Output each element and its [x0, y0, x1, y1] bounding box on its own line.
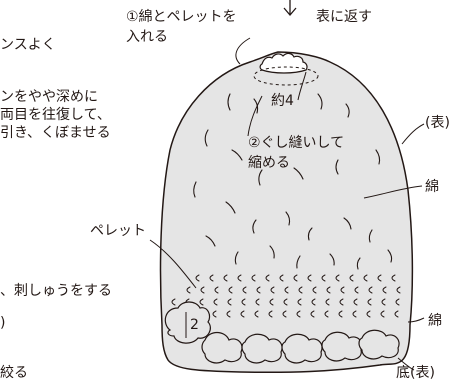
pellet-mark [352, 310, 357, 318]
pellet-mark [223, 274, 228, 282]
left-fragment-7: 絞る [0, 365, 28, 381]
pellet-mark [237, 274, 242, 282]
step1-label-line2: 入れる [126, 29, 168, 45]
pellet-mark [394, 310, 399, 318]
pellet-mark [396, 286, 401, 294]
left-fragment-6: ) [0, 315, 6, 331]
approx-4-label: 約4 [271, 93, 294, 109]
step2-label-line1: ②ぐし縫いして [248, 135, 345, 151]
pellet-mark [380, 310, 385, 318]
bottom-front-label: 底(表) [396, 365, 435, 381]
pellet-mark [381, 298, 386, 306]
pellet-mark [214, 286, 219, 294]
leader-lines [149, 37, 425, 371]
pellet-mark [283, 298, 288, 306]
pellet-mark [382, 286, 387, 294]
pellet-mark [228, 286, 233, 294]
pellet-mark [366, 310, 371, 318]
pellet-mark [227, 298, 232, 306]
left-fragment-4: 引き、くぼませる [0, 125, 111, 141]
pellet-mark [241, 298, 246, 306]
pellet-mark [363, 274, 368, 282]
pellet-mark [186, 286, 191, 294]
left-fragment-3: 両目を往復して、 [0, 107, 111, 123]
pellet-mark [391, 274, 396, 282]
pellet-mark [195, 274, 200, 282]
pellet-mark [354, 286, 359, 294]
pellet-mark [340, 286, 345, 294]
pellet-mark [251, 274, 256, 282]
pellet-mark [325, 298, 330, 306]
pellet-mark [199, 298, 204, 306]
pellet-mark [297, 298, 302, 306]
pellet-mark [240, 310, 245, 318]
cotton-upper-label: 綿 [425, 179, 439, 195]
pellet-mark [282, 310, 287, 318]
pellet-mark [268, 310, 273, 318]
pellet-mark [171, 298, 176, 306]
pellet-mark [270, 286, 275, 294]
down-arrow-icon [283, 0, 297, 16]
pellet-mark [296, 310, 301, 318]
pellet-mark [307, 274, 312, 282]
lower-cotton [164, 301, 400, 364]
pellet-mark [242, 286, 247, 294]
pellet-mark [368, 286, 373, 294]
pellet-mark [254, 310, 259, 318]
pellet-mark [293, 274, 298, 282]
pellet-mark [353, 298, 358, 306]
pellet-mark [335, 274, 340, 282]
pellet-mark [321, 274, 326, 282]
pellet-mark [395, 298, 400, 306]
left-fragment-2: ンをやや深めに [0, 89, 98, 105]
pellet-mark [367, 298, 372, 306]
measure-2-label: 2 [190, 317, 199, 333]
pellet-mark [349, 274, 354, 282]
front-label: (表) [425, 115, 450, 131]
pellet-mark [339, 298, 344, 306]
step2-label-line2: 縮める [248, 155, 290, 171]
pellet-mark [209, 274, 214, 282]
cotton-texture [193, 93, 393, 270]
pellet-label: ペレット [90, 223, 146, 239]
pellet-mark [256, 286, 261, 294]
turn-over-label: 表に返す [316, 9, 372, 25]
pellet-mark [377, 274, 382, 282]
pellet-mark [255, 298, 260, 306]
pellet-mark [324, 310, 329, 318]
pellet-mark [279, 274, 284, 282]
pellet-mark [265, 274, 270, 282]
pellet-layer [171, 274, 401, 318]
pellet-mark [312, 286, 317, 294]
pellet-mark [213, 298, 218, 306]
pellet-mark [326, 286, 331, 294]
pellet-mark [310, 310, 315, 318]
pellet-mark [338, 310, 343, 318]
pellet-mark [212, 310, 217, 318]
pellet-mark [284, 286, 289, 294]
left-fragment-1: ンスよく [0, 37, 56, 53]
gathering-stitch [253, 66, 319, 86]
left-fragment-5: 、刺しゅうをする [0, 283, 112, 299]
pellet-mark [269, 298, 274, 306]
pellet-mark [311, 298, 316, 306]
pellet-mark [200, 286, 205, 294]
cotton-lower-label: 綿 [428, 313, 442, 329]
step1-label-line1: ①綿とペレットを [126, 9, 237, 25]
pellet-mark [226, 310, 231, 318]
pellet-mark [298, 286, 303, 294]
